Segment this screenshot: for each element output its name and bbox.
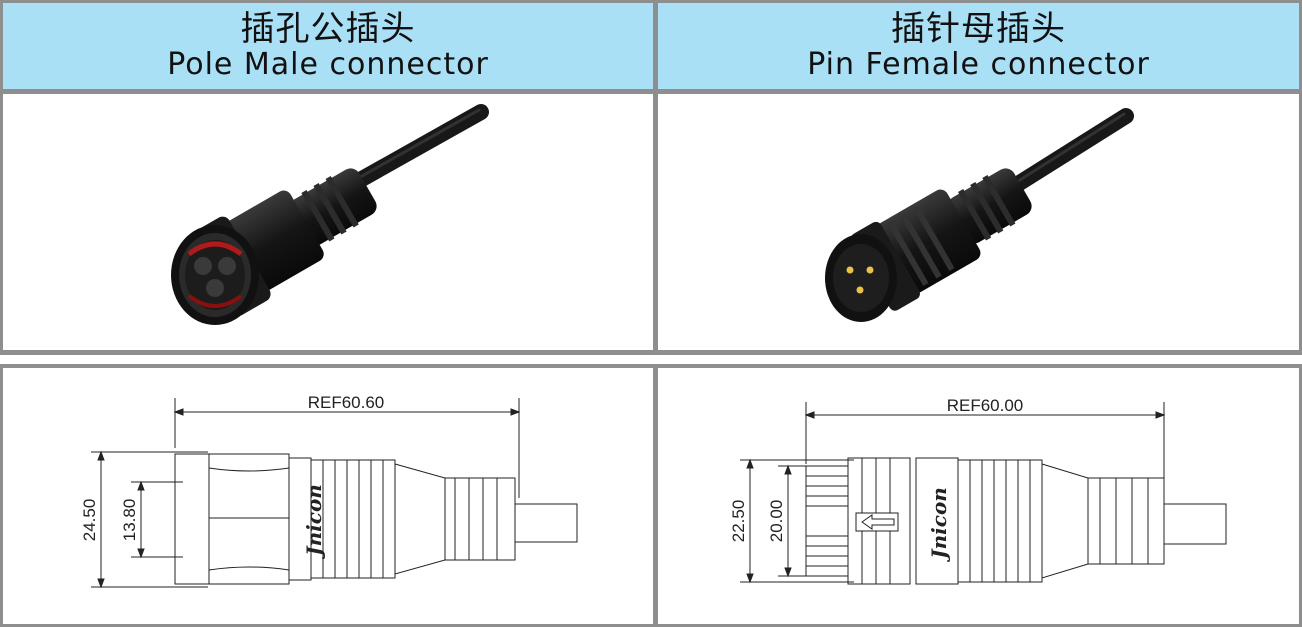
header-female: 插针母插头 Pin Female connector — [658, 3, 1299, 89]
outer-diameter-label: 24.50 — [80, 499, 99, 542]
brand-logo: Jnicon — [927, 487, 951, 563]
male-connector-photo — [171, 104, 489, 325]
grip-ribs — [957, 459, 1043, 583]
thread-lines — [806, 475, 848, 567]
length-label: REF60.00 — [947, 396, 1024, 415]
header-female-title-en: Pin Female connector — [807, 47, 1150, 82]
drawing-cell-male: REF60.60 24.50 13.80 — [3, 368, 653, 624]
brand-logo: Jnicon — [302, 484, 326, 560]
header-male: 插孔公插头 Pole Male connector — [3, 3, 653, 89]
outer-diameter-label: 22.50 — [729, 500, 748, 543]
photo-cell-female — [658, 94, 1299, 350]
drawing-cell-female: REF60.00 22.50 20.00 — [658, 368, 1299, 624]
header-female-title-zh: 插针母插头 — [891, 9, 1066, 49]
header-male-title-zh: 插孔公插头 — [240, 9, 416, 49]
header-male-title-en: Pole Male connector — [167, 47, 489, 82]
photo-cell-male — [3, 94, 653, 350]
inner-diameter-label: 13.80 — [120, 499, 139, 542]
female-connector-photo — [825, 108, 1134, 322]
female-dimension-drawing: REF60.00 22.50 20.00 — [729, 396, 1227, 585]
length-label: REF60.60 — [308, 393, 385, 412]
arrow-left-icon — [861, 514, 895, 530]
male-dimension-drawing: REF60.60 24.50 13.80 — [80, 393, 578, 589]
grip-ribs — [310, 459, 396, 579]
inner-diameter-label: 20.00 — [767, 500, 786, 543]
